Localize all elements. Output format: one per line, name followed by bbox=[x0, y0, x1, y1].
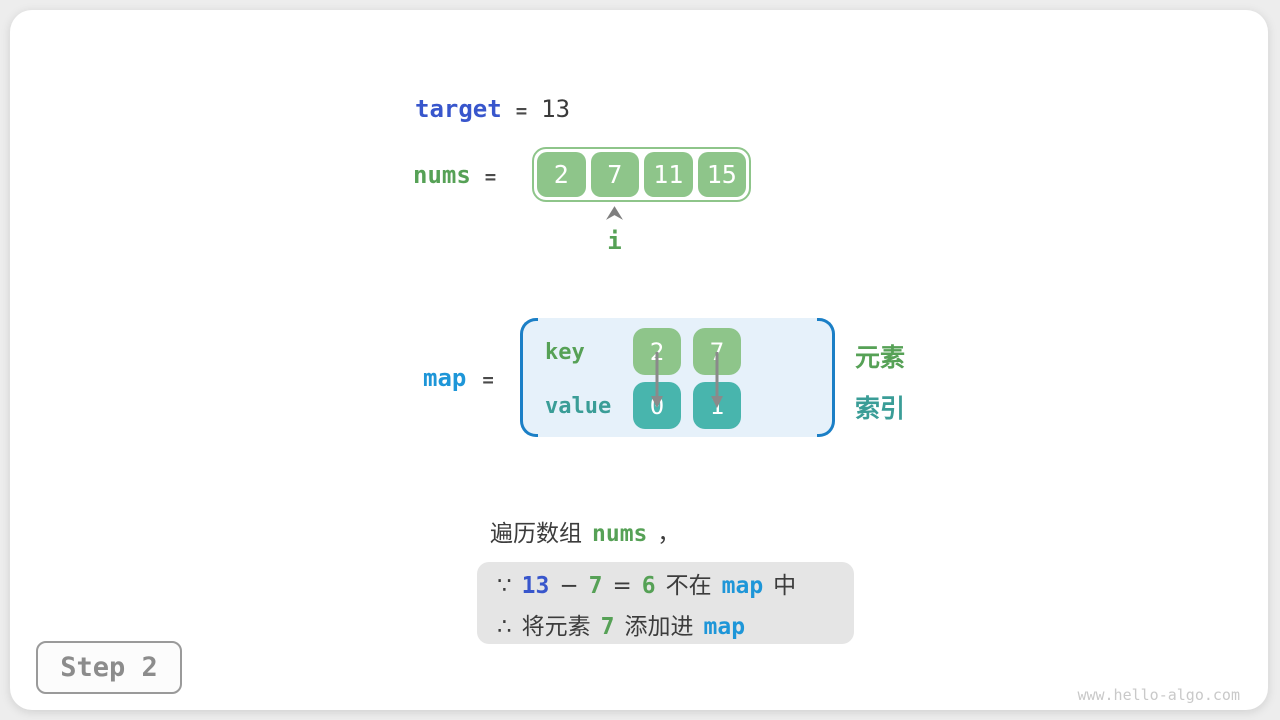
array-cell: 2 bbox=[537, 152, 586, 197]
current-number: 7 bbox=[588, 572, 603, 599]
equals-sign: = bbox=[482, 369, 494, 391]
equals-sign: = bbox=[515, 100, 528, 122]
close-bracket-icon bbox=[817, 318, 835, 437]
in-suffix-text: 中 bbox=[773, 572, 797, 599]
index-pointer-label: i bbox=[607, 227, 622, 255]
array-cell: 11 bbox=[644, 152, 693, 197]
map-label: map = bbox=[423, 364, 494, 392]
value-row-label: value bbox=[545, 394, 612, 419]
not-in-text: 不在 bbox=[665, 572, 712, 599]
step-badge: Step 2 bbox=[36, 641, 182, 694]
equals-sign: = bbox=[612, 572, 632, 599]
watermark: www.hello-algo.com bbox=[1077, 686, 1240, 704]
map-variable: map bbox=[423, 364, 467, 392]
map-value-cell: 0 bbox=[633, 382, 681, 429]
caption-text: 遍历数组 nums ， bbox=[490, 514, 680, 548]
note-line-2: ∴ 将元素 7 添加进 map bbox=[497, 607, 834, 641]
therefore-symbol: ∴ bbox=[497, 613, 512, 640]
nums-label: nums = bbox=[413, 161, 496, 189]
caption-comma: ， bbox=[657, 521, 681, 547]
caption-prefix: 遍历数组 bbox=[490, 521, 582, 547]
key-row-label: key bbox=[545, 340, 585, 365]
array-cell: 15 bbox=[697, 152, 746, 197]
equals-sign: = bbox=[484, 166, 497, 188]
map-key-cell: 7 bbox=[693, 328, 741, 375]
note-box: ∵ 13 − 7 = 6 不在 map 中 ∴ 将元素 7 添加进 map bbox=[477, 562, 854, 644]
array-cell: 7 bbox=[590, 152, 639, 197]
because-symbol: ∵ bbox=[497, 572, 512, 599]
map-container: key value 2 7 0 1 bbox=[520, 318, 835, 437]
open-bracket-icon bbox=[520, 318, 538, 437]
index-pointer-icon bbox=[606, 206, 623, 220]
map-value-cell: 1 bbox=[693, 382, 741, 429]
minus-sign: − bbox=[559, 572, 579, 599]
index-label: 索引 bbox=[855, 394, 906, 423]
add-into-text: 添加进 bbox=[624, 613, 694, 640]
map-code: map bbox=[703, 613, 746, 640]
nums-variable: nums bbox=[413, 161, 471, 189]
target-line: target = 13 bbox=[415, 95, 570, 123]
element-number: 7 bbox=[600, 613, 615, 640]
difference-number: 6 bbox=[641, 572, 656, 599]
note-line-1: ∵ 13 − 7 = 6 不在 map 中 bbox=[497, 566, 834, 600]
map-key-cell: 2 bbox=[633, 328, 681, 375]
nums-code: nums bbox=[592, 521, 648, 547]
target-value: 13 bbox=[541, 95, 571, 123]
nums-array: 2 7 11 15 bbox=[532, 147, 751, 202]
map-code: map bbox=[721, 572, 764, 599]
element-label: 元素 bbox=[855, 343, 906, 372]
target-number: 13 bbox=[521, 572, 550, 599]
target-variable: target bbox=[415, 95, 502, 123]
add-element-text: 将元素 bbox=[521, 613, 591, 640]
